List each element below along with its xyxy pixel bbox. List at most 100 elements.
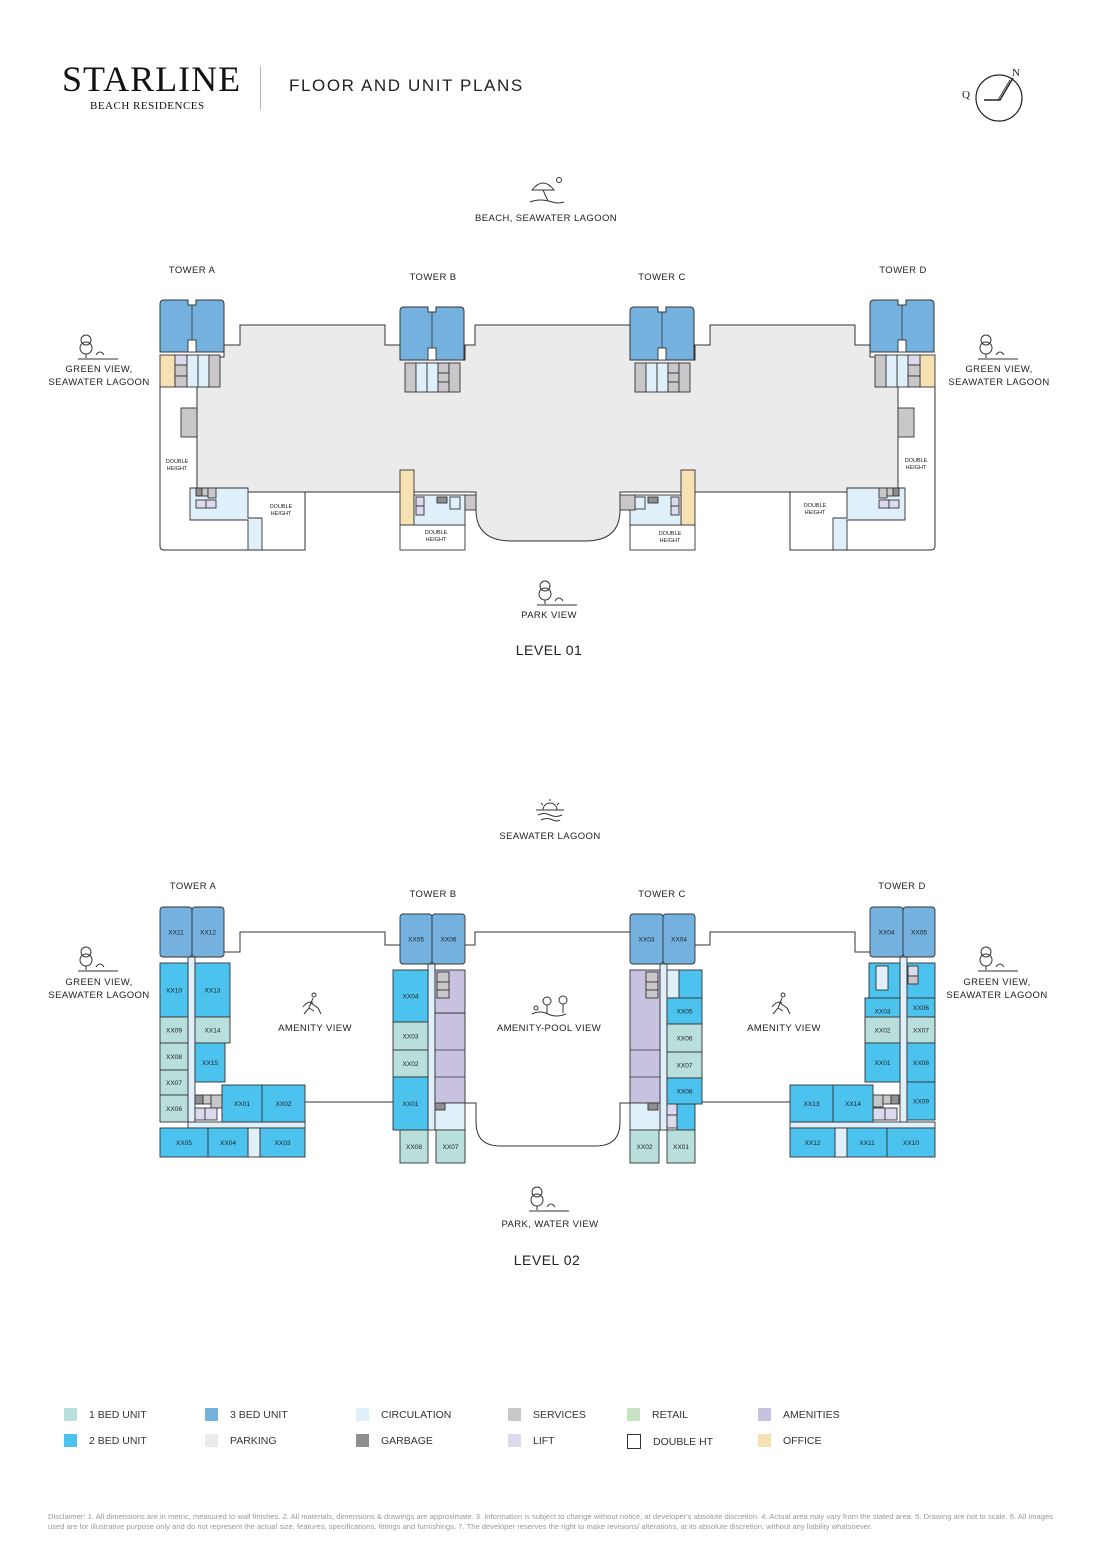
legend-label: AMENITIES	[783, 1408, 840, 1421]
tree-crown	[531, 1186, 543, 1198]
l1-right-view-label: GREEN VIEW,	[965, 364, 1032, 375]
unit-label: XX14	[845, 1101, 861, 1108]
level-01-plan	[159, 299, 936, 551]
services	[437, 362, 450, 374]
office	[399, 469, 415, 526]
bush	[995, 963, 1005, 968]
circulation	[415, 362, 428, 393]
services	[202, 1094, 212, 1105]
services	[907, 375, 921, 388]
services	[210, 1094, 223, 1109]
circulation	[186, 354, 199, 388]
services	[436, 971, 450, 983]
2-bed-unit	[392, 1076, 429, 1131]
unit: XX03	[259, 1127, 306, 1158]
building-outline	[159, 387, 936, 551]
building-outline	[465, 1102, 630, 1122]
corridor	[427, 347, 437, 361]
corridor	[897, 339, 907, 353]
garbage	[434, 1102, 446, 1111]
2-bed-unit	[846, 1127, 888, 1158]
tree-crown	[79, 953, 93, 967]
lift	[670, 505, 680, 516]
services	[404, 362, 417, 393]
building-outline	[224, 931, 870, 1147]
tree-crown	[80, 946, 92, 958]
services	[201, 487, 209, 497]
parking-area	[196, 324, 899, 542]
unit-label: XX13	[804, 1101, 820, 1108]
services	[174, 364, 188, 377]
legend-label: LIFT	[533, 1434, 555, 1447]
services	[436, 981, 450, 991]
tree-crown	[979, 341, 993, 355]
services	[436, 989, 450, 999]
l1-tower-c-label: TOWER C	[638, 272, 685, 283]
unit: XX11	[159, 906, 193, 958]
page-title: FLOOR AND UNIT PLANS	[289, 76, 524, 95]
garbage	[890, 1094, 900, 1105]
l1-left-view-label-2: SEAWATER LAGOON	[48, 377, 149, 388]
legend-swatch	[758, 1408, 771, 1421]
l2-tower-d-label: TOWER D	[878, 881, 925, 892]
unit: XX03	[629, 913, 664, 965]
garbage	[647, 1102, 659, 1111]
l1-bottom-view-label: PARK VIEW	[521, 610, 577, 621]
tree-icon	[978, 334, 1018, 360]
tree-crown	[530, 1193, 544, 1207]
services	[872, 1094, 884, 1108]
legend-item: PARKING	[205, 1434, 276, 1447]
circulation	[449, 496, 461, 510]
l2-bottom-view-label: PARK, WATER VIEW	[501, 1219, 598, 1230]
unit-label: XX08	[166, 1054, 182, 1061]
tree-icon	[78, 334, 118, 360]
l1-tower-d-label: TOWER D	[879, 265, 926, 276]
unit: XX06	[431, 913, 466, 965]
3-bed-unit	[191, 906, 225, 958]
l1-tower-b-label: TOWER B	[410, 272, 457, 283]
unit: XX08	[906, 1042, 936, 1083]
lift	[415, 505, 425, 516]
lift	[878, 499, 890, 509]
legend-item: CIRCULATION	[356, 1408, 451, 1421]
unit: XX06	[666, 1023, 703, 1053]
header-divider	[260, 66, 261, 110]
office	[680, 469, 696, 526]
unit: XX02	[261, 1084, 306, 1123]
tree-icon	[78, 946, 118, 972]
legend-item: LIFT	[508, 1434, 555, 1447]
double-height-label: HEIGHT	[271, 511, 292, 517]
legend-swatch	[64, 1408, 77, 1421]
services	[645, 989, 659, 999]
2-bed-unit	[864, 1042, 901, 1083]
unit: XX10	[886, 1127, 936, 1158]
beach-umbrella-icon	[529, 177, 565, 204]
lift	[205, 499, 217, 509]
unit: XX12	[191, 906, 225, 958]
2-bed-unit	[666, 1077, 703, 1105]
1-bed-unit	[159, 1094, 189, 1123]
2-bed-unit	[678, 969, 703, 999]
circulation	[197, 354, 210, 388]
services	[678, 362, 691, 393]
unit-label: XX03	[275, 1140, 291, 1147]
services	[619, 494, 636, 511]
tree-crown	[79, 341, 93, 355]
corridor	[657, 347, 667, 361]
tree-crown	[80, 334, 92, 346]
unit: XX05	[159, 1127, 209, 1158]
legend-swatch	[758, 1434, 771, 1447]
services	[907, 975, 919, 985]
lift	[888, 499, 900, 509]
2-bed-unit	[886, 1127, 936, 1158]
sunset-lagoon-icon	[536, 799, 564, 822]
garbage	[436, 496, 448, 504]
legend-item: AMENITIES	[758, 1408, 840, 1421]
2-bed-unit	[789, 1084, 834, 1123]
unit: XX13	[789, 1084, 834, 1123]
unit-label: XX04	[879, 930, 895, 937]
unit: XX07	[666, 1051, 703, 1079]
unit-label: XX15	[202, 1060, 218, 1067]
2-bed-unit	[666, 997, 703, 1025]
2-bed-unit	[392, 969, 429, 1023]
